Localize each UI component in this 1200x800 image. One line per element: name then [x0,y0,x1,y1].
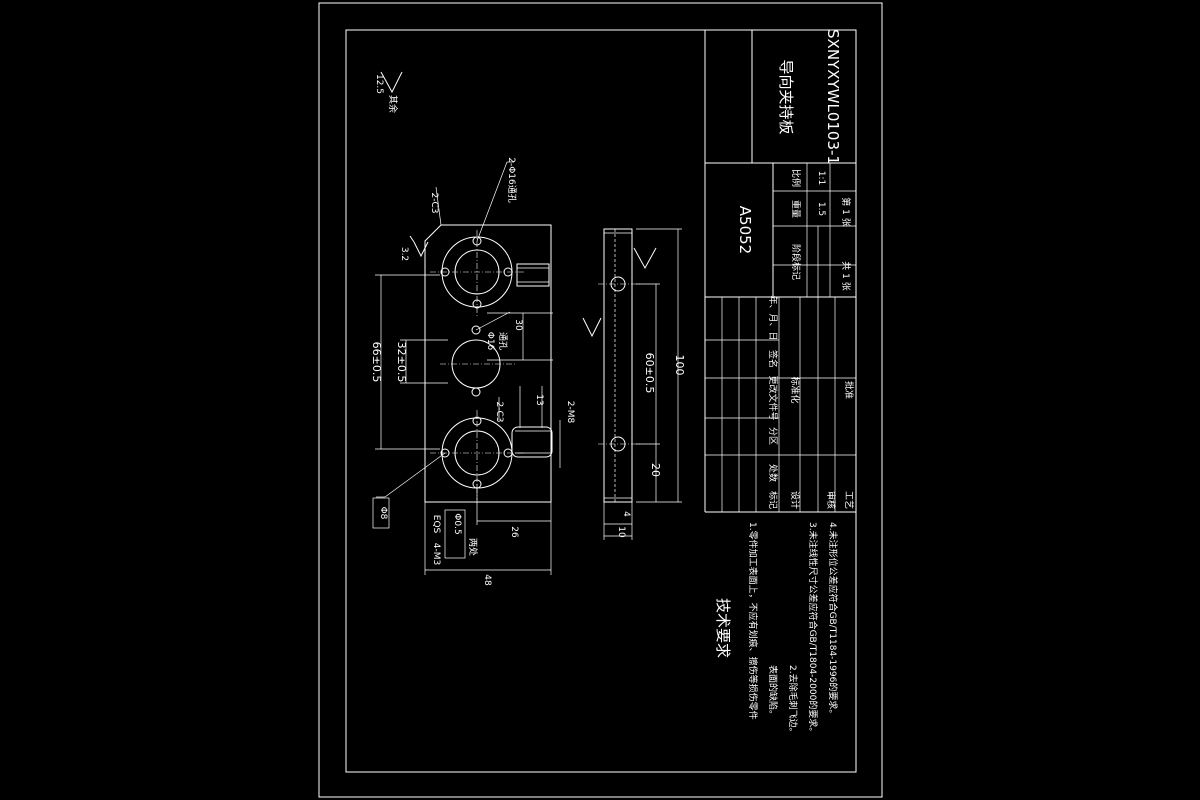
depth-hole-type-label: 通孔 [497,332,508,350]
hole-phi8-label: Φ8 [378,507,388,520]
checker-label: 审核 [825,491,837,509]
dim-66-label: 66±0.5 [370,342,383,383]
roughness-other-label: 其余 [387,95,399,113]
dim-48-label: 48 [482,574,492,586]
through-holes-label: 2-Φ16通孔 [506,157,517,203]
dim-32-label: 32±0.5 [395,342,408,383]
position-tolerance-label: Φ0.5 [452,513,462,534]
material: A5052 [736,206,754,254]
note-2: 2.去除毛刺飞边。 [787,665,799,737]
both-sides-label: 两处 [467,538,479,556]
title-block [704,30,856,513]
sheet-number: 第 1 张 [840,197,852,226]
revision-header-count: 处数 [767,464,779,482]
scale-value: 1:1 [816,171,826,185]
inner-frame [345,29,857,773]
dim-20-label: 20 [649,463,662,477]
revision-header-date: 年、月、日 [767,295,779,340]
weight-value: 1.5 [816,202,826,216]
part-name: 导向夹持板 [777,59,795,134]
position-tolerance-frame [444,509,466,559]
revision-header-sign: 签名 [767,350,779,368]
weight-label: 重量 [790,200,802,218]
hole-callout-box [372,497,390,529]
designer-label: 设计 [789,491,801,509]
roughness-other-value: 12.5 [374,74,384,94]
revision-header-mark: 标记 [767,491,779,509]
roughness-face-value: 3.2 [399,247,409,261]
chamfer-c3-label: 2-C3 [494,402,504,423]
drawing-number: SXNYXYWL0103-1 [824,29,842,165]
outer-frame [318,2,883,798]
dim-60-label: 60±0.5 [643,353,656,394]
dim-100-label: 100 [673,355,686,376]
stage-mark-label: 阶段标记 [790,244,802,280]
approve-label: 批准 [843,381,855,399]
standardize-label: 标准化 [789,376,801,403]
side-view [582,228,657,503]
dim-10-label: 10 [616,526,626,538]
note-4: 4.未注形位公差应符合GB/T1184-1996的要求。 [827,522,839,718]
front-view-dimensions [375,161,561,575]
dim-13-label: 13 [534,394,544,405]
depth-hole-diameter-label: Φ16 [485,332,495,351]
side-view-dimensions [603,228,682,540]
depth-eq-label: EQS [431,515,441,534]
roughness-symbol-face [409,235,429,258]
revision-header-zone: 分区 [767,427,778,445]
dim-4-label: 4 [621,511,631,517]
total-sheets: 共 1 张 [840,261,851,290]
note-1-continued: 表面的缺陷。 [767,665,779,719]
revision-header-doc: 更改文件号 [767,375,779,420]
chamfer-top-label: 2-C3 [429,193,439,214]
front-view [424,224,553,503]
roughness-symbol-other [380,71,403,94]
note-3: 3.未注线性尺寸公差应符合GB/T1804-2000的要求。 [807,522,819,736]
scale-label: 比例 [790,169,802,187]
dim-26-label: 26 [509,526,519,538]
thread-2m8-label: 2-M8 [565,401,575,424]
bolt-holes-label: 4-M3 [431,543,441,565]
process-label: 工艺 [843,491,854,509]
notes-heading: 技术要求 [714,598,732,658]
dim-30-label: 30 [513,319,523,331]
note-1: 1.零件加工表面上，不应有划痕、擦伤等损伤零件 [747,522,759,720]
